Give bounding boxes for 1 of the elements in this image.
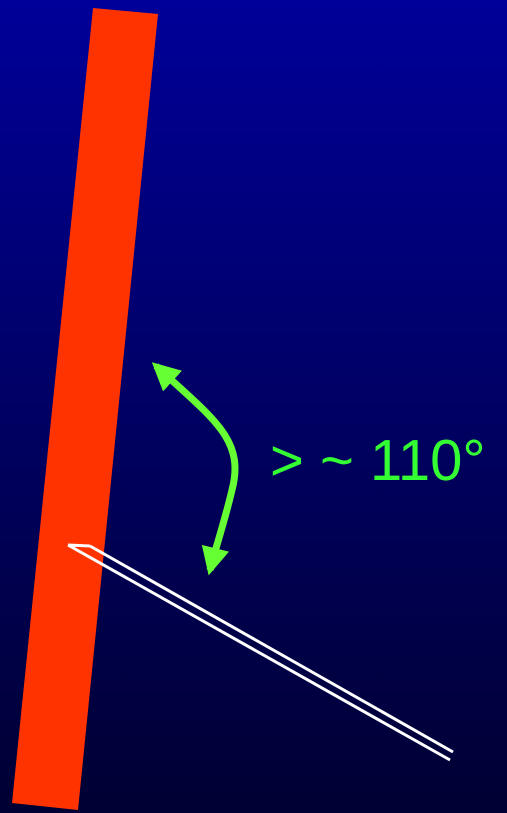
angle-label: > ~ 110° [270,432,486,490]
